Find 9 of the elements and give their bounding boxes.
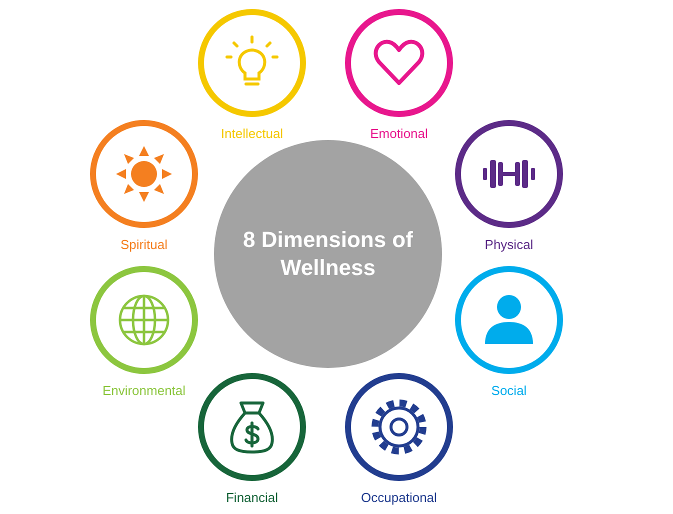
dimension-label: Environmental [101,383,187,399]
dimension-label: Intellectual [220,126,284,142]
dimension-label: Occupational [360,490,438,506]
dimension-label: Financial [224,490,280,506]
dimension-label: Emotional [369,126,429,142]
dimension-label: Physical [484,237,534,253]
title-text: 8 Dimensions of Wellness [242,226,414,282]
dimension-label: Spiritual [120,237,168,253]
dimension-label: Social [490,383,528,399]
